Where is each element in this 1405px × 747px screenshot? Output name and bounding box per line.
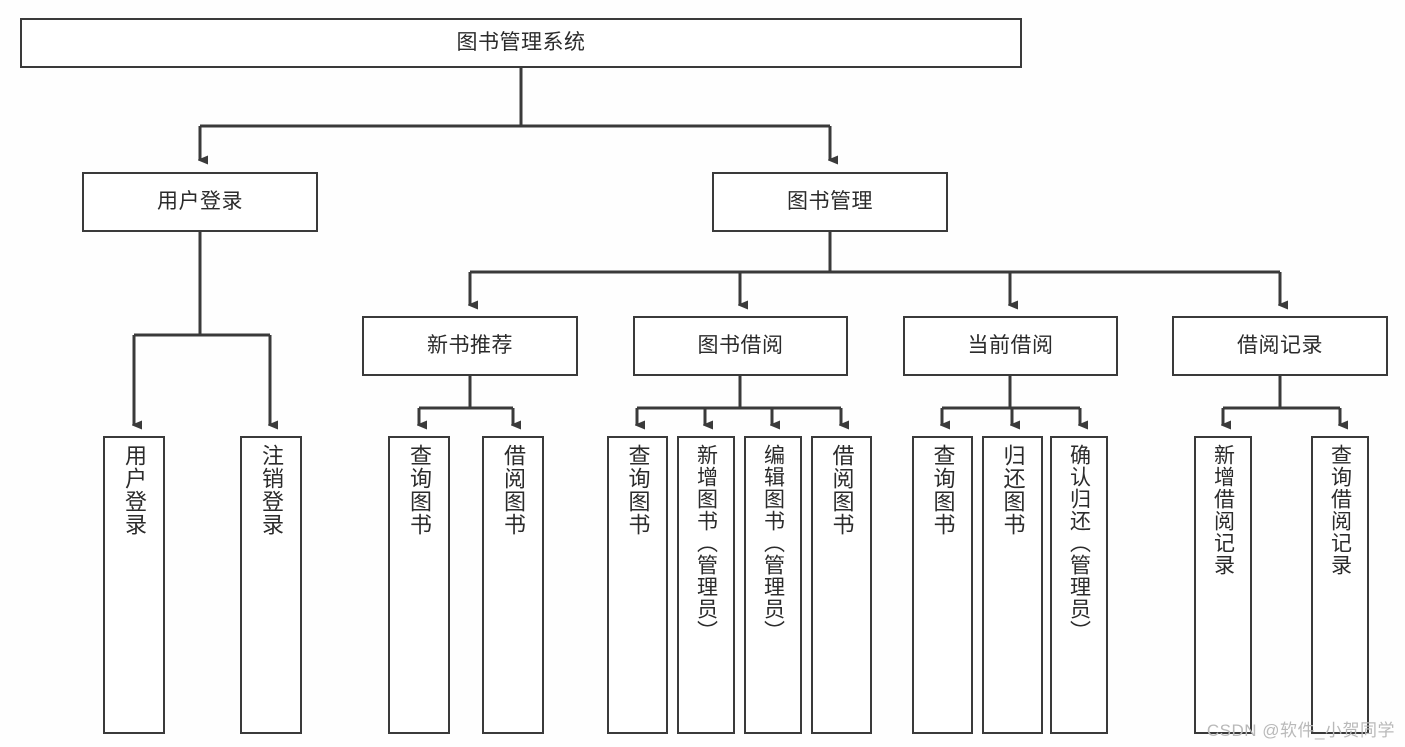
node-leaf-query-book-borrow[interactable]: 查询图书 — [607, 436, 668, 734]
node-label: 查询借阅记录 — [1328, 444, 1352, 576]
node-leaf-query-borrow-record[interactable]: 查询借阅记录 — [1311, 436, 1369, 734]
node-label: 图书管理系统 — [456, 31, 586, 55]
node-label: 新书推荐 — [427, 334, 513, 358]
node-label: 图书管理 — [787, 190, 873, 214]
node-label: 归还图书 — [1000, 444, 1026, 536]
node-label: 编辑图书（管理员） — [761, 444, 785, 642]
node-label: 借阅记录 — [1237, 334, 1323, 358]
node-label: 确认归还（管理员） — [1067, 444, 1091, 642]
node-leaf-query-book-current[interactable]: 查询图书 — [912, 436, 973, 734]
node-borrow-record[interactable]: 借阅记录 — [1172, 316, 1388, 376]
node-label: 借阅图书 — [501, 444, 526, 536]
node-label: 借阅图书 — [829, 444, 855, 536]
node-leaf-query-book-recommend[interactable]: 查询图书 — [388, 436, 450, 734]
node-label: 当前借阅 — [967, 334, 1054, 358]
node-leaf-logout[interactable]: 注销登录 — [240, 436, 302, 734]
node-label: 注销登录 — [259, 444, 284, 536]
node-user-login[interactable]: 用户登录 — [82, 172, 318, 232]
node-leaf-confirm-return-admin[interactable]: 确认归还（管理员） — [1050, 436, 1108, 734]
node-label: 查询图书 — [930, 444, 956, 536]
node-label: 用户登录 — [122, 444, 147, 536]
node-label: 用户登录 — [157, 190, 243, 214]
node-leaf-borrow-book-borrow[interactable]: 借阅图书 — [811, 436, 872, 734]
node-leaf-add-book-admin[interactable]: 新增图书（管理员） — [677, 436, 735, 734]
node-root-book-management-system[interactable]: 图书管理系统 — [20, 18, 1022, 68]
node-label: 新增借阅记录 — [1211, 444, 1235, 576]
node-label: 查询图书 — [407, 444, 432, 536]
node-leaf-edit-book-admin[interactable]: 编辑图书（管理员） — [744, 436, 802, 734]
node-new-book-recommend[interactable]: 新书推荐 — [362, 316, 578, 376]
node-current-borrow[interactable]: 当前借阅 — [903, 316, 1118, 376]
node-label: 查询图书 — [625, 444, 651, 536]
node-leaf-borrow-book-recommend[interactable]: 借阅图书 — [482, 436, 544, 734]
node-label: 新增图书（管理员） — [694, 444, 718, 642]
node-leaf-add-borrow-record[interactable]: 新增借阅记录 — [1194, 436, 1252, 734]
node-book-manage[interactable]: 图书管理 — [712, 172, 948, 232]
node-book-borrow[interactable]: 图书借阅 — [633, 316, 848, 376]
node-leaf-return-book[interactable]: 归还图书 — [982, 436, 1043, 734]
node-label: 图书借阅 — [697, 334, 784, 358]
csdn-watermark: CSDN @软件_小贺同学 — [1206, 721, 1395, 740]
node-leaf-user-login[interactable]: 用户登录 — [103, 436, 165, 734]
